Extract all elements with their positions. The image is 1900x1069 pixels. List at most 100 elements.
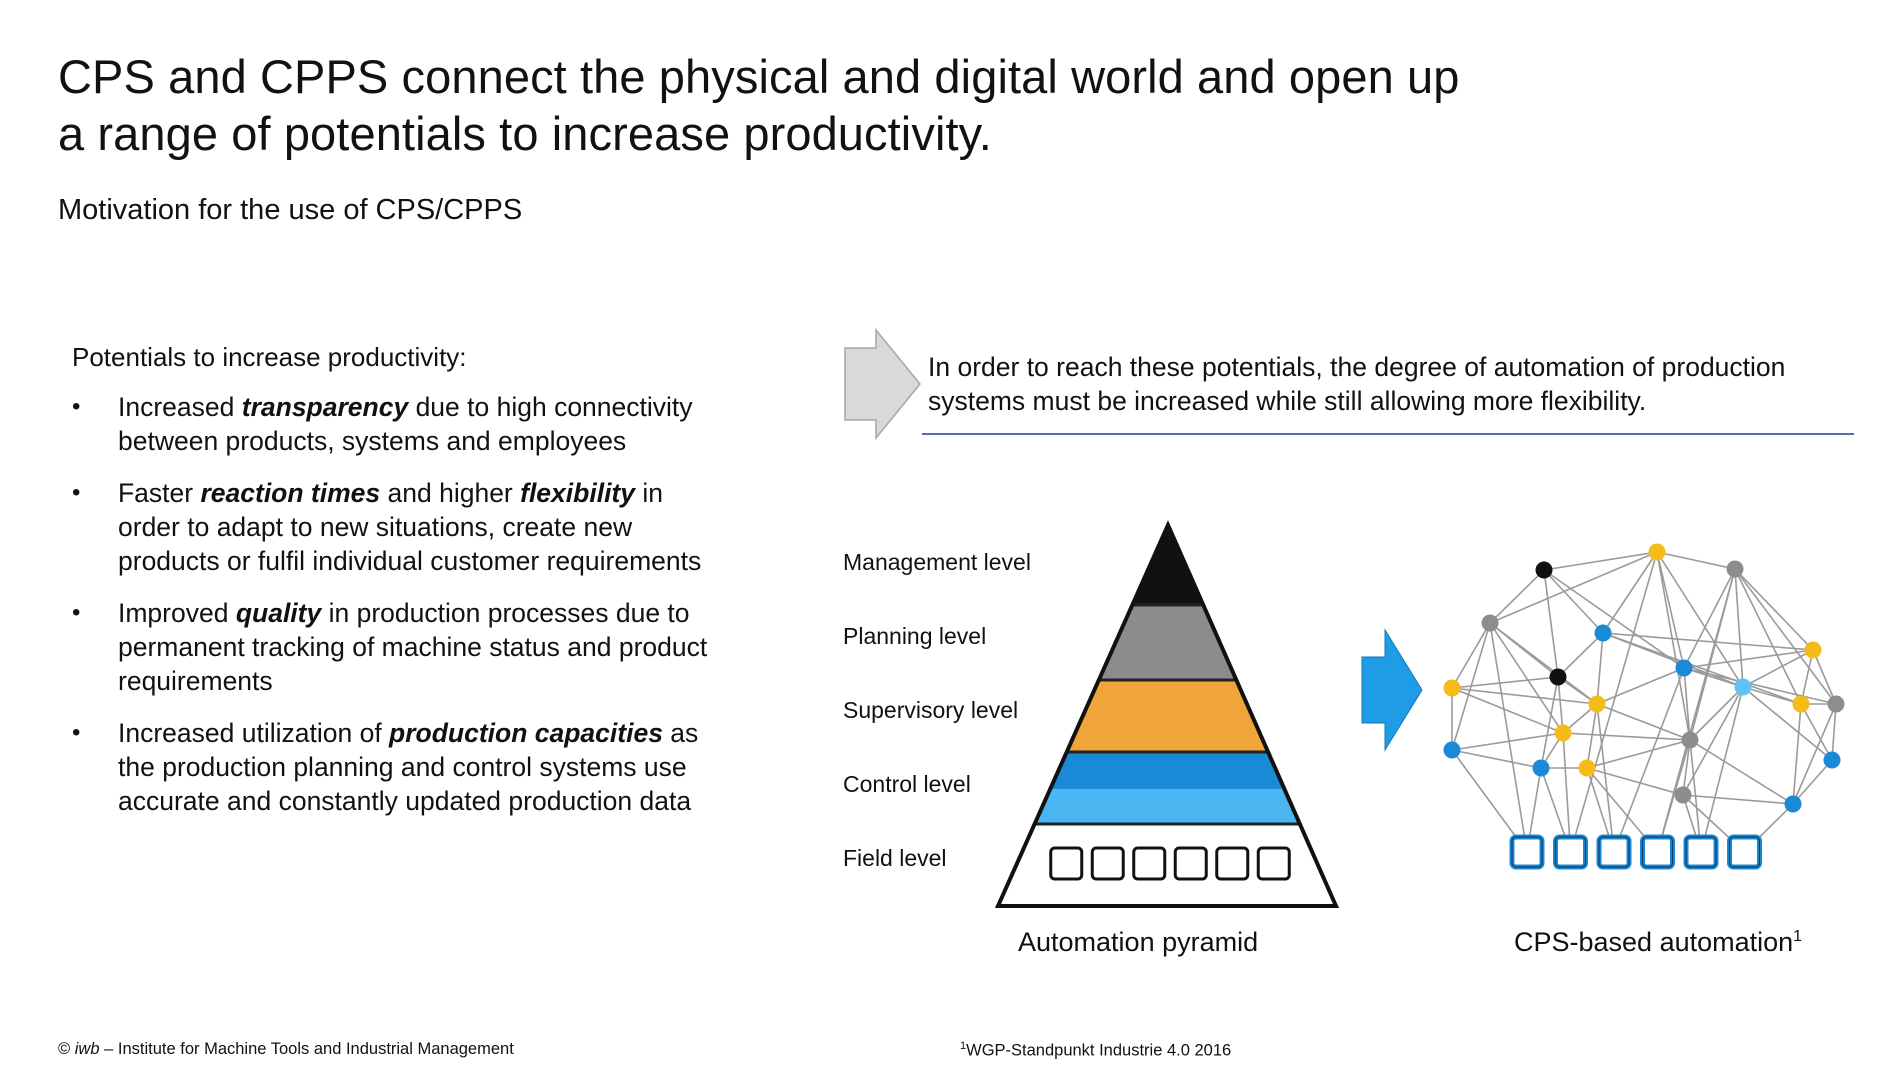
network-link [1596,632,1604,705]
network-link [1742,686,1833,761]
level-label-planning: Planning level [843,623,987,649]
network-link [1656,568,1736,853]
network-node [1535,561,1553,579]
network-link [1543,569,1685,669]
network-node [1554,724,1572,742]
statement-underline [922,433,1854,435]
slide-subtitle: Motivation for the use of CPS/CPPS [58,194,523,226]
field-device-box [1215,846,1250,881]
cps-device-outline [1728,836,1761,868]
cps-device-outline [1598,836,1630,868]
network-link [1451,732,1564,751]
network-link [1489,622,1528,853]
cps-device-outline [1641,836,1674,868]
network-link [1734,568,1837,705]
network-link [1451,687,1598,705]
network-node [1823,751,1841,769]
list-item: •Improved quality in production processe… [72,598,708,696]
potentials-list: •Increased transparency due to high conn… [72,390,722,836]
network-link [1682,794,1794,805]
automation-statement: In order to reach these potentials, the … [928,352,1786,416]
network-link [1792,703,1802,805]
network-link [1586,703,1598,769]
pyramid-control-band-light [1034,789,1300,824]
footer-reference: 1WGP-Standpunkt Industrie 4.0 2016 [960,1040,1232,1060]
cps-device-box [1596,834,1632,870]
network-link [1451,622,1491,689]
network-link [1602,551,1658,634]
network-node [1784,795,1802,813]
cps-device-outline [1511,836,1543,868]
network-link [1451,749,1542,769]
network-link [1683,667,1691,741]
network-link [1557,632,1604,678]
network-link [1489,622,1598,705]
network-link [1656,551,1685,669]
network-link [1683,568,1736,669]
network-link [1800,649,1814,705]
network-link [1543,569,1559,678]
network-link [1489,569,1545,624]
network-node [1443,741,1461,759]
pyramid-supervisory-band [1066,680,1269,752]
bullet-marker: • [72,719,81,746]
network-link [1792,703,1837,805]
network-node [1674,786,1692,804]
network-caption: CPS-based automation1 [1514,927,1803,957]
network-node [1481,614,1499,632]
network-link [1451,687,1564,734]
network-link [1800,703,1833,761]
field-device-box [1049,846,1084,881]
network-link [1602,632,1802,705]
cps-device-outline [1685,836,1717,868]
network-node [1726,560,1744,578]
network-node [1648,543,1666,561]
cps-device-box [1683,834,1719,870]
pyramid-outline [994,520,1340,908]
pyramid-field-band [998,824,1336,906]
network-link [1451,676,1559,689]
network-node [1549,668,1567,686]
network-link [1586,767,1684,796]
network-node [1792,695,1810,713]
network-link [1489,551,1658,624]
list-item: •Increased transparency due to high conn… [72,392,693,456]
network-link [1682,739,1691,796]
network-node [1804,641,1822,659]
bullet-marker: • [72,599,81,626]
pyramid-control-band-dark [1050,752,1285,789]
field-device-box [1090,846,1125,881]
network-node [1588,695,1606,713]
network-node [1827,695,1845,713]
bullet-marker: • [72,479,81,506]
pyramid-management-band [1132,525,1204,605]
network-link [1602,632,1814,651]
cps-device-box [1727,834,1762,870]
cps-device-box [1553,834,1588,870]
network-link [1656,551,1744,688]
network-link [1683,667,1744,688]
network-node [1594,624,1612,642]
network-link [1562,732,1572,853]
slide-title: CPS and CPPS connect the physical and di… [58,50,1460,160]
network-node [1681,731,1699,749]
network-link [1689,739,1794,805]
network-link [1562,732,1691,741]
level-label-supervisory: Supervisory level [843,697,1019,723]
network-link [1613,667,1685,853]
network-link [1656,551,1691,741]
pyramid-caption: Automation pyramid [1018,927,1259,957]
network-link [1734,568,1814,651]
network-node [1532,759,1550,777]
list-item: •Increased utilization of production cap… [72,718,699,816]
network-link [1700,686,1744,853]
network-link [1557,676,1564,734]
network-link [1689,686,1744,741]
level-label-control: Control level [843,771,971,797]
level-label-management: Management level [843,549,1031,575]
network-link [1792,759,1833,805]
blue-arrow-icon [1361,628,1423,752]
network-node [1443,679,1461,697]
field-device-box [1256,846,1291,881]
